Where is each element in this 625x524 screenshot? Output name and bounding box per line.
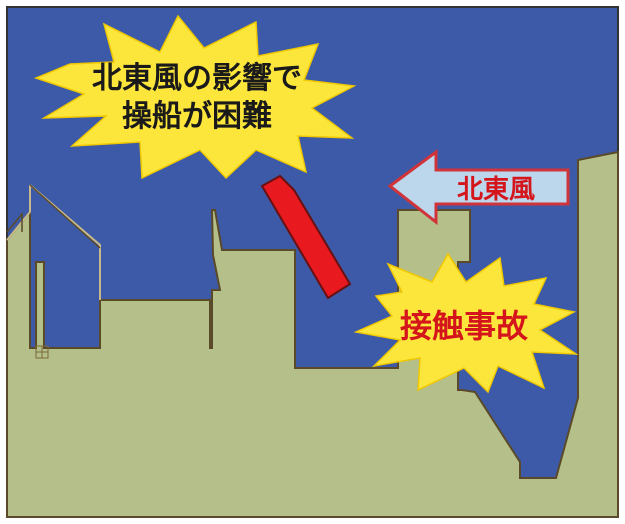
left-arrow-icon: 北東風	[387, 149, 570, 226]
collision-label: 接触事故	[400, 307, 528, 345]
ship-icon	[260, 174, 352, 300]
wind-starburst-icon: 北東風の影響で 操船が困難	[33, 14, 357, 180]
wind-arrow-label: 北東風	[457, 175, 535, 205]
wind-burst-line1: 北東風の影響で	[92, 61, 302, 96]
building-outline-dark	[6, 184, 101, 249]
wind-burst-line2: 操船が困難	[122, 99, 272, 134]
grid-marker	[35, 345, 49, 359]
collision-starburst-icon: 接触事故	[353, 252, 579, 394]
land-area	[6, 150, 619, 518]
